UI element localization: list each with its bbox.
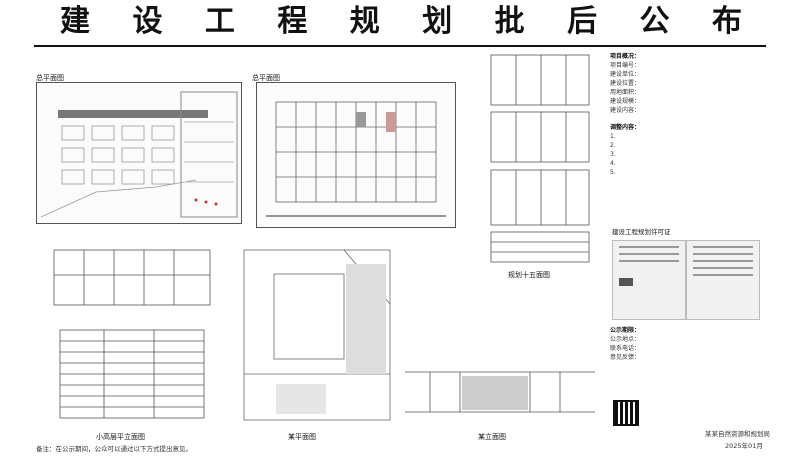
info-line: 用地面积： xyxy=(610,89,641,96)
section-label: 规划十五面图 xyxy=(508,271,550,279)
footer-date: 2025年01月 xyxy=(725,442,763,450)
title-char: 批 xyxy=(494,4,525,39)
contact-line: 公示地点： xyxy=(610,336,641,343)
site-plan-drawing xyxy=(36,82,242,224)
elevation-drawing xyxy=(405,371,595,413)
info-line: 3. xyxy=(610,151,616,158)
info-line: 调整内容： xyxy=(610,124,641,131)
title-char: 工 xyxy=(204,4,235,39)
site-plan-label: 总平面图 xyxy=(36,74,64,82)
footer-note: 备注：在公示期间，公众可以通过以下方式提出意见。 xyxy=(36,443,192,453)
title-char: 设 xyxy=(132,4,163,39)
contact-label: 公示期限： xyxy=(610,327,641,334)
elevation-label: 某立面图 xyxy=(478,433,506,441)
attachments-label: 建设工程规划许可证 xyxy=(612,228,671,236)
contact-panel: 公示期限： 公示地点： 联系电话： 意见反馈： xyxy=(610,326,770,362)
info-line: 建设单位： xyxy=(610,71,641,78)
title-char: 划 xyxy=(422,4,453,39)
page-title: 建 设 工 程 规 划 批 后 公 布 xyxy=(0,4,800,40)
qr-code xyxy=(613,400,639,426)
info-panel: 项目概况： 项目编号： 建设单位： 建设位置： 用地面积： 建设规模： 建设内容… xyxy=(610,52,770,177)
floor-plan-drawing xyxy=(256,82,456,228)
footer-org: 某某自然资源和规划局 xyxy=(705,430,770,438)
attachment-document xyxy=(686,240,760,320)
info-line: 建设内容： xyxy=(610,107,641,114)
building-label: 小高层平立面图 xyxy=(96,433,145,441)
title-char: 程 xyxy=(277,4,308,39)
info-line: 5. xyxy=(610,169,616,176)
info-line: 1. xyxy=(610,133,616,140)
title-char: 规 xyxy=(349,4,380,39)
title-divider xyxy=(34,45,766,47)
corner-label: 某平面图 xyxy=(288,433,316,441)
section-drawings xyxy=(490,54,590,263)
contact-line: 联系电话： xyxy=(610,345,641,352)
building-drawing xyxy=(53,249,211,419)
info-line: 4. xyxy=(610,160,616,167)
info-line: 项目编号： xyxy=(610,62,641,69)
title-char: 公 xyxy=(639,4,670,39)
title-char: 布 xyxy=(711,4,742,39)
floor-plan-label: 总平面图 xyxy=(252,74,280,82)
info-line: 建设规模： xyxy=(610,98,641,105)
footer-note-text: 在公示期间，公众可以通过以下方式提出意见。 xyxy=(55,445,193,453)
info-heading: 项目概况： xyxy=(610,53,641,60)
title-char: 后 xyxy=(567,4,598,39)
corner-plan-drawing xyxy=(243,249,391,421)
title-char: 建 xyxy=(60,4,90,39)
permit-document xyxy=(612,240,686,320)
info-line: 建设位置： xyxy=(610,80,641,87)
footer-note-label: 备注： xyxy=(36,445,56,453)
info-line: 2. xyxy=(610,142,616,149)
contact-line: 意见反馈： xyxy=(610,354,641,361)
